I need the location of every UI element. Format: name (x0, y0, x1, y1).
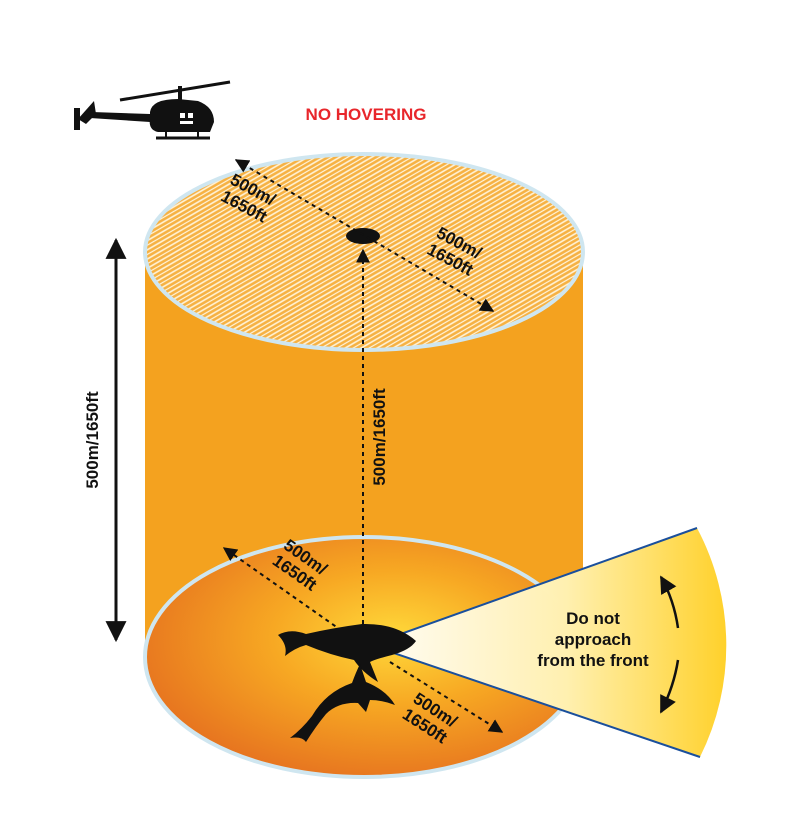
svg-text:from the front: from the front (537, 651, 649, 670)
sector-arc-arrow-upper (659, 575, 680, 629)
sector-arc-arrow-lower (659, 659, 680, 714)
svg-text:Do not: Do not (566, 609, 620, 628)
base-radius-upper-line (222, 547, 356, 641)
sector-edge-upper (369, 527, 698, 646)
dolphin-icon (290, 664, 395, 742)
sector-edge-lower (369, 644, 701, 758)
svg-text:approach: approach (555, 630, 632, 649)
top-diameter-line (234, 159, 495, 312)
front-approach-sector (369, 527, 727, 758)
height-inner-label: 500m/1650ft (370, 388, 389, 486)
height-outer-label: 500m/1650ft (83, 391, 102, 489)
dimension-lines (105, 159, 504, 733)
no-hovering-label: NO HOVERING (306, 105, 427, 124)
base-radius-lower-line (389, 661, 504, 733)
whale-icon (278, 623, 416, 682)
sector-fill (370, 528, 727, 757)
helicopter-icon (74, 80, 231, 140)
front-approach-label: Do not approach from the front (537, 609, 649, 670)
